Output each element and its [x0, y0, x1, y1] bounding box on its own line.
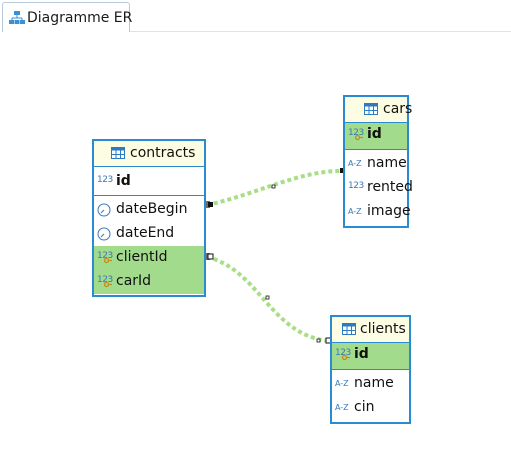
column-name: name [367, 155, 407, 171]
column-name: dateEnd [116, 225, 175, 241]
entity-clients[interactable]: clients 123 id A-Z name A-Z cin [330, 315, 411, 424]
columns-section: A-Z name A-Z cin [332, 370, 409, 420]
column-name: cin [354, 399, 375, 415]
clock-icon [97, 227, 111, 241]
primary-key-numeric-icon: 123 [335, 348, 351, 361]
connector-anchor [203, 253, 210, 260]
column-name: name [354, 375, 394, 391]
column-row-id[interactable]: 123 id [345, 123, 407, 149]
entity-contracts[interactable]: contracts 123 id dateBegin dateEnd 123 c… [92, 139, 206, 297]
table-icon [111, 147, 125, 159]
foreign-key-numeric-icon: 123 [97, 251, 113, 264]
column-name: image [367, 203, 411, 219]
connector-midpoint-handle[interactable] [265, 295, 270, 300]
er-diagram-icon [9, 11, 25, 24]
primary-key-section: 123 id [345, 123, 407, 150]
column-name: dateBegin [116, 201, 188, 217]
connector-anchor [340, 168, 345, 173]
primary-key-numeric-icon: 123 [348, 128, 364, 141]
connector-anchor [208, 202, 213, 207]
column-row-name[interactable]: A-Z name [345, 152, 407, 176]
text-type-icon: A-Z [335, 379, 349, 388]
column-row-id[interactable]: 123 id [94, 170, 204, 194]
column-row-image[interactable]: A-Z image [345, 200, 411, 224]
numeric-type-icon: 123 [97, 175, 113, 185]
column-name: carId [116, 273, 152, 289]
editor-tab-strip: Diagramme ER [0, 0, 511, 32]
column-row-clientid[interactable]: 123 clientId [94, 246, 204, 270]
column-name: clientId [116, 249, 168, 265]
entity-header[interactable]: contracts [94, 141, 204, 167]
column-name: rented [367, 179, 413, 195]
text-type-icon: A-Z [335, 403, 349, 412]
numeric-type-icon: 123 [348, 181, 364, 191]
column-row-dateend[interactable]: dateEnd [94, 222, 204, 246]
entity-header[interactable]: cars [345, 97, 412, 123]
column-row-rented[interactable]: 123 rented [345, 176, 413, 200]
column-row-cin[interactable]: A-Z cin [332, 396, 409, 420]
entity-title: cars [383, 101, 413, 117]
column-name: id [367, 126, 382, 142]
tab-divider [130, 31, 511, 32]
connector-midpoint-handle[interactable] [271, 184, 276, 189]
entity-title: contracts [130, 145, 196, 161]
column-row-datebegin[interactable]: dateBegin [94, 198, 204, 222]
tab-er-diagram[interactable]: Diagramme ER [2, 2, 133, 32]
text-type-icon: A-Z [348, 159, 362, 168]
column-name: id [116, 173, 131, 189]
column-name: id [354, 346, 369, 362]
entity-title: clients [360, 321, 406, 337]
clock-icon [97, 203, 111, 217]
columns-section: dateBegin dateEnd 123 clientId 123 carId [94, 196, 204, 294]
table-icon [364, 103, 378, 115]
entity-cars[interactable]: cars 123 id A-Z name 123 rented A-Z imag… [343, 95, 413, 228]
column-row-name[interactable]: A-Z name [332, 372, 409, 396]
tab-label: Diagramme ER [27, 10, 133, 26]
primary-key-section: 123 id [94, 167, 204, 196]
foreign-key-numeric-icon: 123 [97, 275, 113, 288]
primary-key-section: 123 id [332, 343, 409, 370]
column-row-id[interactable]: 123 id [332, 343, 409, 369]
connector-anchor [207, 253, 214, 260]
column-row-carid[interactable]: 123 carId [94, 270, 204, 294]
connector-midpoint-handle[interactable] [316, 338, 321, 343]
columns-section: A-Z name 123 rented A-Z image [345, 150, 413, 224]
relation-contracts-cars[interactable] [206, 168, 344, 207]
connector-anchor [203, 201, 210, 208]
entity-header[interactable]: clients [332, 317, 409, 343]
table-icon [342, 323, 356, 335]
text-type-icon: A-Z [348, 207, 362, 216]
